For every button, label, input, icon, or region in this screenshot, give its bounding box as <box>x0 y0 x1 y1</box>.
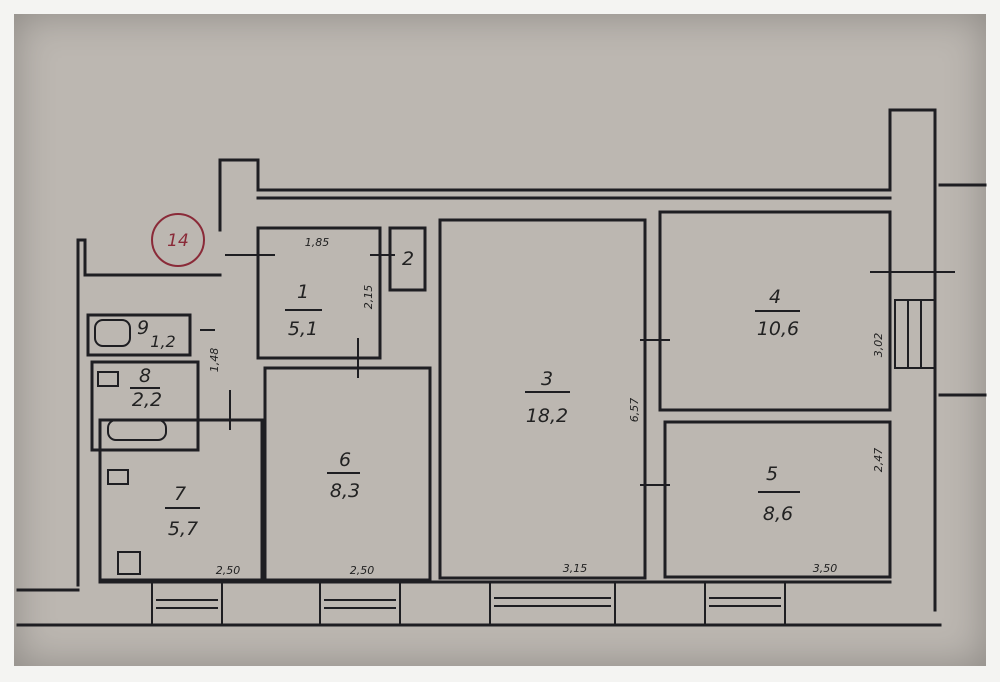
dim-room5-width: 3,50 <box>813 562 838 575</box>
dim-room1-length: 2,15 <box>362 285 375 310</box>
door-marks <box>200 254 955 486</box>
room-1-area: 5,1 <box>288 318 318 340</box>
dim-room3-length: 6,57 <box>628 398 641 423</box>
dimension-labels: 1,85 2,15 1,48 6,57 3,15 3,02 2,47 3,50 … <box>208 236 885 577</box>
exterior-walls <box>16 108 987 627</box>
dim-room4-length: 3,02 <box>872 333 885 358</box>
room-1-number: 1 <box>297 281 309 303</box>
room-labels: 1 5,1 2 3 18,2 4 10,6 5 8,6 6 8,3 7 5,7 … <box>130 248 800 540</box>
room-3-number: 3 <box>541 368 553 390</box>
room-7 <box>98 418 264 582</box>
stairs <box>894 299 936 369</box>
kitchen-sink-icon <box>107 469 129 485</box>
stove-icon <box>117 551 141 575</box>
room-5 <box>663 420 892 579</box>
room-8 <box>90 360 200 452</box>
dim-room1-width: 1,85 <box>305 236 330 249</box>
room-6-number: 6 <box>339 449 351 471</box>
windows <box>151 581 786 626</box>
room-2-number: 2 <box>402 248 414 270</box>
room-9-area: 1,2 <box>150 332 175 351</box>
dim-room5-length: 2,47 <box>872 448 885 473</box>
room-9 <box>86 313 192 357</box>
room-3 <box>438 218 647 580</box>
dim-room7-width: 2,50 <box>216 564 241 577</box>
room-7-number: 7 <box>174 483 186 505</box>
dim-hall-width: 1,48 <box>208 348 221 373</box>
room-5-area: 8,6 <box>763 503 793 525</box>
room-2 <box>388 226 427 292</box>
bathtub-icon <box>107 419 167 441</box>
fixtures <box>94 319 167 575</box>
dim-room6-width: 2,50 <box>350 564 375 577</box>
room-8-number: 8 <box>139 365 151 387</box>
apartment-number: 14 <box>167 231 189 251</box>
sink-icon <box>97 371 119 387</box>
room-1 <box>256 226 382 360</box>
room-6-area: 8,3 <box>330 480 360 502</box>
room-8-area: 2,2 <box>132 389 162 411</box>
room-4-area: 10,6 <box>757 318 799 340</box>
apartment-stamp <box>151 213 205 267</box>
room-6 <box>263 366 432 582</box>
room-5-number: 5 <box>766 463 778 485</box>
dim-room3-width: 3,15 <box>563 562 588 575</box>
toilet-icon <box>94 319 131 347</box>
room-7-area: 5,7 <box>168 518 198 540</box>
room-9-number: 9 <box>137 317 149 339</box>
room-4-number: 4 <box>769 286 781 308</box>
room-4 <box>658 210 892 412</box>
room-3-area: 18,2 <box>526 405 568 427</box>
paper-sheet <box>14 14 986 666</box>
